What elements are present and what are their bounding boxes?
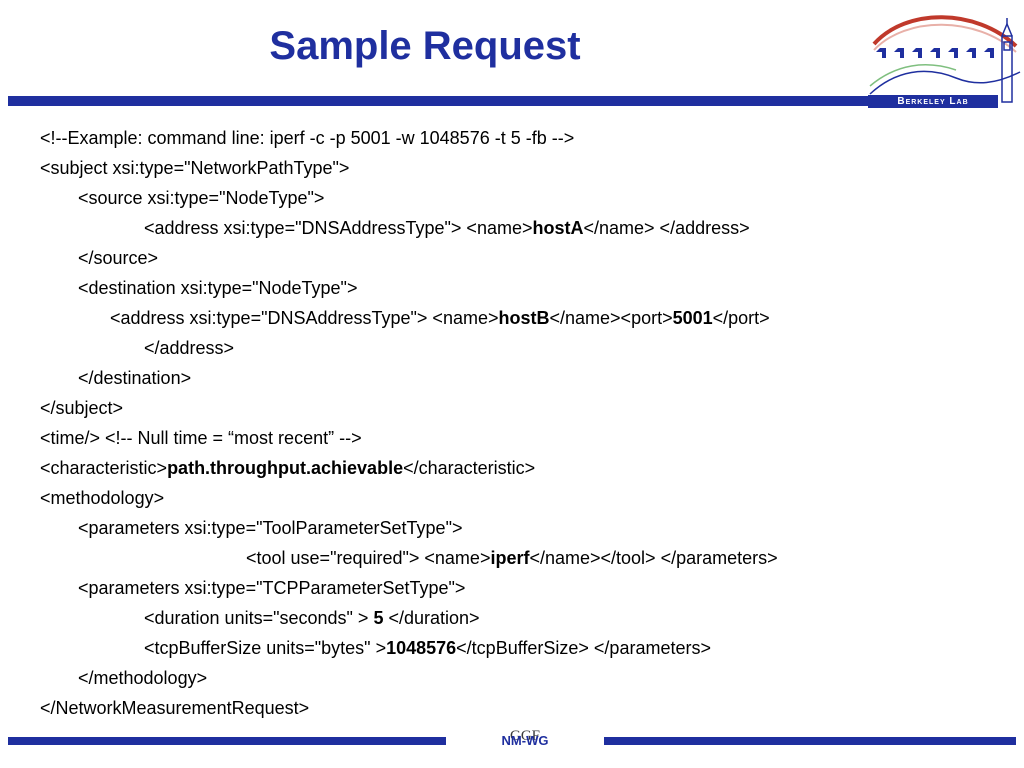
code-line: </methodology> [40, 663, 990, 693]
code-text: <source xsi:type="NodeType"> [78, 188, 325, 208]
footer-label-nmwg: NM-WG [501, 733, 549, 748]
footer-bar-left [8, 737, 446, 745]
code-line: <tcpBufferSize units="bytes" >1048576</t… [40, 633, 990, 663]
footer-label: GGF NM-WG [470, 728, 580, 752]
code-line: <!--Example: command line: iperf -c -p 5… [40, 123, 990, 153]
code-line: <address xsi:type="DNSAddressType"> <nam… [40, 213, 990, 243]
code-line: <characteristic>path.throughput.achievab… [40, 453, 990, 483]
code-text: </tcpBufferSize> </parameters> [456, 638, 711, 658]
code-line: </source> [40, 243, 990, 273]
logo-tower [1001, 18, 1013, 103]
code-text: </source> [78, 248, 159, 268]
code-line: <tool use="required"> <name>iperf</name>… [40, 543, 990, 573]
code-line: </subject> [40, 393, 990, 423]
code-text: <characteristic> [40, 458, 168, 478]
code-text: </methodology> [78, 668, 208, 688]
code-value-bold: 5 [373, 608, 384, 628]
logo-arc [872, 15, 1018, 48]
code-text: </destination> [78, 368, 192, 388]
code-line: <time/> <!-- Null time = “most recent” -… [40, 423, 990, 453]
code-line: <methodology> [40, 483, 990, 513]
code-line: </address> [40, 333, 990, 363]
code-text: <subject xsi:type="NetworkPathType"> [40, 158, 350, 178]
code-value-bold: 1048576 [386, 638, 457, 658]
code-text: </NetworkMeasurementRequest> [40, 698, 310, 718]
code-value-bold: path.throughput.achievable [167, 458, 404, 478]
code-line: <duration units="seconds" > 5 </duration… [40, 603, 990, 633]
code-line: <address xsi:type="DNSAddressType"> <nam… [40, 303, 990, 333]
logo-seats [876, 48, 994, 58]
code-value-bold: hostA [532, 218, 584, 238]
code-text: <parameters xsi:type="ToolParameterSetTy… [78, 518, 463, 538]
code-line: <destination xsi:type="NodeType"> [40, 273, 990, 303]
code-text: </subject> [40, 398, 124, 418]
code-text: <address xsi:type="DNSAddressType"> <nam… [110, 308, 499, 328]
footer-label-ggf: GGF [509, 728, 540, 744]
code-text: <address xsi:type="DNSAddressType"> <nam… [144, 218, 533, 238]
code-text: </duration> [383, 608, 480, 628]
slide-title: Sample Request [269, 24, 581, 68]
berkeley-lab-logo [869, 15, 1021, 103]
title-underline-bar [8, 96, 868, 106]
code-text: </name></tool> </parameters> [529, 548, 778, 568]
code-value-bold: 5001 [672, 308, 713, 328]
code-text: <time/> <!-- Null time = “most recent” -… [40, 428, 362, 448]
code-text: <tool use="required"> <name> [246, 548, 491, 568]
code-text: <parameters xsi:type="TCPParameterSetTyp… [78, 578, 466, 598]
code-text: <destination xsi:type="NodeType"> [78, 278, 358, 298]
code-text: <methodology> [40, 488, 165, 508]
logo-hills [869, 70, 1021, 95]
code-line: <subject xsi:type="NetworkPathType"> [40, 153, 990, 183]
code-text: </address> [144, 338, 235, 358]
code-text: <!--Example: command line: iperf -c -p 5… [40, 128, 575, 148]
logo-wordmark: Berkeley Lab [868, 95, 998, 108]
code-line: <parameters xsi:type="TCPParameterSetTyp… [40, 573, 990, 603]
code-text: </port> [712, 308, 770, 328]
code-text: </name> </address> [583, 218, 750, 238]
code-line: <source xsi:type="NodeType"> [40, 183, 990, 213]
code-text: <tcpBufferSize units="bytes" > [144, 638, 387, 658]
code-text: <duration units="seconds" > [144, 608, 374, 628]
code-text: </characteristic> [403, 458, 536, 478]
code-line: <parameters xsi:type="ToolParameterSetTy… [40, 513, 990, 543]
code-value-bold: iperf [490, 548, 530, 568]
code-value-bold: hostB [498, 308, 550, 328]
code-line: </NetworkMeasurementRequest> [40, 693, 990, 723]
code-line: </destination> [40, 363, 990, 393]
footer-bar-right [604, 737, 1016, 745]
code-text: </name><port> [549, 308, 673, 328]
code-listing: <!--Example: command line: iperf -c -p 5… [40, 123, 990, 723]
